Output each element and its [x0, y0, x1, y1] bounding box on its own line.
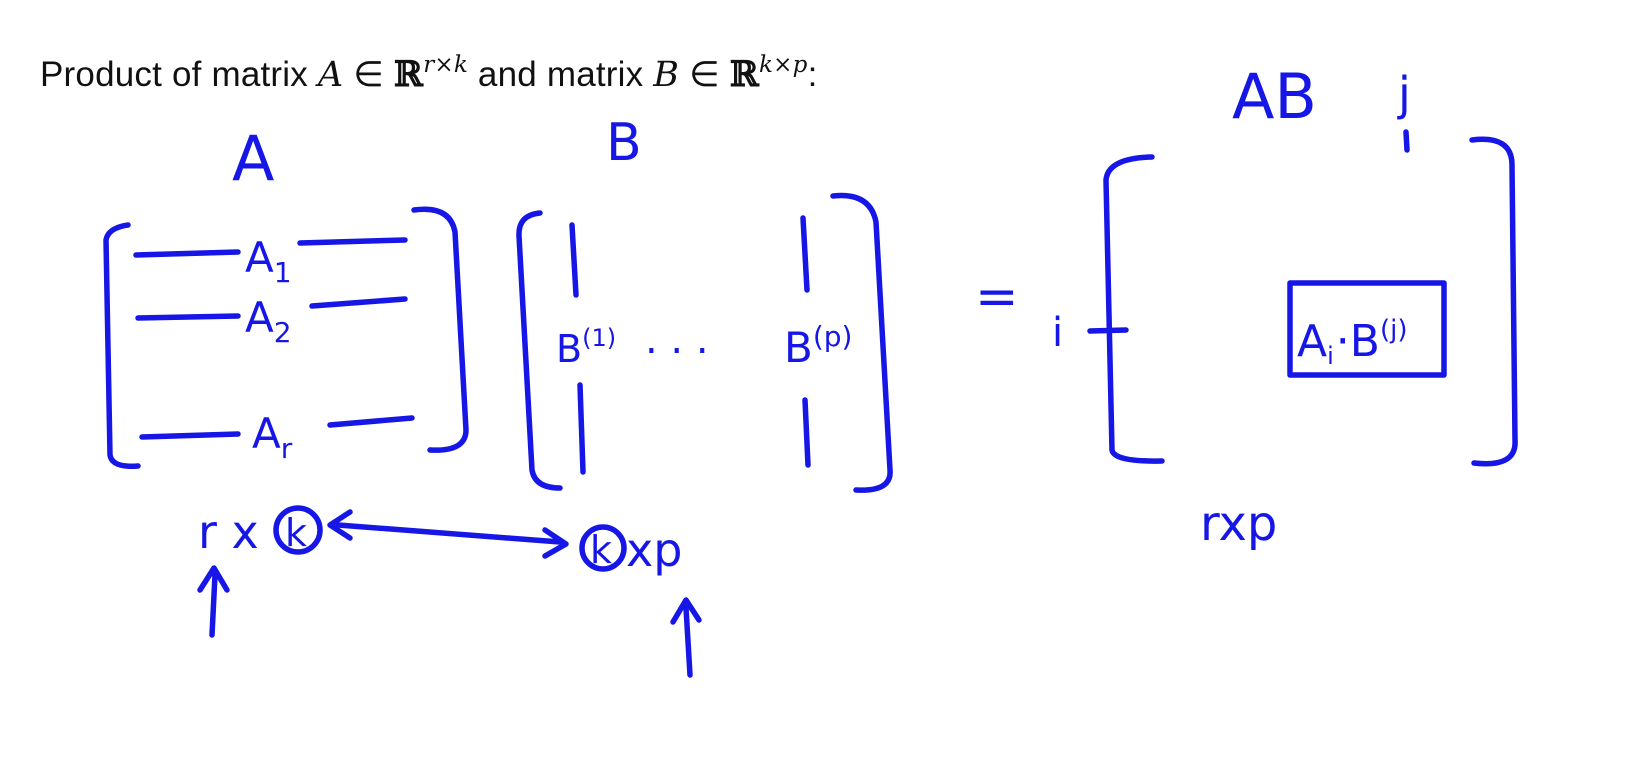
matrix-a-right-bracket — [411, 206, 469, 453]
matrix-a-row-arrow-shaft — [209, 572, 218, 638]
heading-suffix: : — [807, 55, 818, 94]
heading-mid: and matrix — [468, 55, 654, 94]
heading-matrix-b: B — [653, 55, 680, 95]
inner-dim-link-right-head — [542, 527, 569, 559]
product-entry: Ai·B(j) — [1297, 315, 1407, 370]
matrix-a-label: A — [232, 122, 274, 195]
matrix-b-col-arrow-shaft — [683, 605, 693, 678]
matrix-b-left-bracket — [516, 210, 563, 491]
product-row-index: i — [1052, 310, 1063, 356]
matrix-b-right-bracket — [830, 192, 893, 493]
heading-dim-b: k×p — [759, 52, 808, 78]
matrix-a-left-bracket — [103, 222, 141, 470]
heading-prefix: Product of matrix — [40, 55, 318, 94]
matrix-a-row-arrow-head — [197, 565, 230, 593]
heading-reals-1: ℝ — [393, 54, 424, 95]
equals-sign: = — [975, 267, 1019, 327]
row-ar-line-left — [139, 431, 241, 440]
matrix-b-label: B — [606, 113, 642, 173]
heading: Product of matrix A ∈ ℝr×k and matrix B … — [40, 52, 818, 95]
row-a2-line-right — [309, 296, 408, 309]
heading-in-1: ∈ — [343, 55, 394, 94]
inner-dim-link-left-head — [327, 509, 353, 541]
col-b1-label: B(1) — [556, 324, 616, 371]
col-bp-label: B(p) — [784, 320, 852, 372]
heading-dim-a: r×k — [423, 52, 468, 78]
product-dim: rxp — [1200, 496, 1277, 552]
row-a2-label: A2 — [245, 293, 292, 349]
matrix-b-dim-suffix: xp — [626, 523, 682, 577]
col-b1-line-top — [569, 222, 579, 298]
row-ar-line-right — [327, 415, 415, 428]
matrix-b-dim-circle — [579, 524, 627, 572]
row-ar-label: Ar — [252, 409, 293, 465]
row-a2-line-left — [135, 313, 241, 321]
product-right-bracket — [1469, 136, 1518, 467]
row-a1-label: A1 — [245, 233, 292, 289]
heading-in-2: ∈ — [679, 55, 730, 94]
col-b1-line-bottom — [577, 382, 586, 475]
matrix-b-col-arrow-head — [670, 597, 702, 625]
product-label: AB — [1232, 60, 1317, 133]
matrix-b-dots: . . . — [645, 317, 709, 363]
col-bp-line-bottom — [802, 397, 811, 468]
row-a1-line-right — [297, 237, 408, 246]
heading-reals-2: ℝ — [729, 54, 760, 95]
matrix-a-dim-circle — [273, 505, 323, 555]
matrix-a-dim-prefix: r x — [198, 505, 259, 559]
product-entry-box — [1287, 280, 1447, 378]
matrix-b-dim-circled: k — [590, 528, 612, 572]
product-row-index-tick — [1087, 327, 1129, 334]
row-a1-line-left — [133, 249, 241, 258]
product-left-bracket — [1103, 154, 1165, 464]
inner-dim-link-shaft — [335, 522, 563, 545]
product-col-index: j — [1397, 67, 1411, 121]
matrix-a-dim-circled: k — [285, 511, 307, 555]
product-col-index-tick — [1403, 129, 1410, 153]
col-bp-line-top — [800, 215, 810, 293]
heading-matrix-a: A — [317, 55, 344, 95]
